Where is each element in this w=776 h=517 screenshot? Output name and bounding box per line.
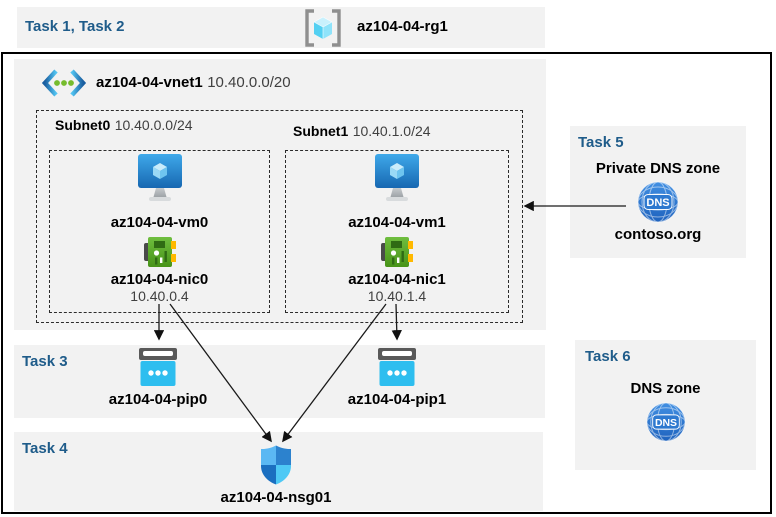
vnet-header: az104-04-vnet1 10.40.0.0/20	[42, 68, 291, 98]
task12-band: Task 1, Task 2 az104-04-rg1	[17, 7, 545, 48]
resource-group-name: az104-04-rg1	[357, 18, 448, 35]
vm1-icon	[374, 154, 420, 207]
nsg-shield-icon	[216, 445, 336, 485]
pip1-name: az104-04-pip1	[347, 391, 447, 408]
svg-text:DNS: DNS	[654, 418, 676, 429]
task5-box: Task 5 Private DNS zone DNS contoso.org	[570, 126, 746, 258]
vnet-cidr: 10.40.0.0/20	[207, 74, 291, 91]
pip1-block: az104-04-pip1	[337, 348, 457, 409]
vm0-icon	[137, 154, 183, 207]
task5-label: Task 5	[578, 134, 624, 151]
nsg-block: az104-04-nsg01	[216, 445, 336, 507]
task4-label: Task 4	[22, 440, 68, 457]
svg-text:DNS: DNS	[646, 197, 669, 209]
resource-group-icon	[303, 9, 343, 47]
subnet0-box: az104-04-vm0 az104-04-nic0 10.40.0.4	[49, 150, 270, 313]
subnet1-label: Subnet1 10.40.1.0/24	[293, 123, 431, 139]
pip0-block: az104-04-pip0	[98, 348, 218, 409]
subnets-group-box	[36, 110, 523, 323]
vnet-name: az104-04-vnet1	[96, 74, 203, 91]
vnet-panel: az104-04-vnet1 10.40.0.0/20 Subnet0 10.4…	[14, 59, 546, 330]
private-dns-icon: DNS	[570, 181, 746, 223]
nic0-ip: 10.40.0.4	[130, 288, 189, 304]
nic1-name: az104-04-nic1	[348, 271, 446, 288]
task4-band: Task 4 az104-04-nsg0	[14, 432, 543, 511]
dns-zone-title: DNS zone	[630, 380, 701, 397]
task6-label: Task 6	[585, 348, 631, 365]
virtual-network-icon	[42, 68, 86, 98]
pip0-name: az104-04-pip0	[108, 391, 208, 408]
nic1-icon	[379, 234, 415, 270]
vm0-name: az104-04-vm0	[110, 214, 209, 231]
dns-zone-icon: DNS	[575, 402, 756, 442]
private-dns-zone-name: contoso.org	[614, 226, 702, 243]
nic1-ip: 10.40.1.4	[367, 288, 427, 304]
task12-label: Task 1, Task 2	[25, 18, 125, 35]
task6-box: Task 6 DNS zone DNS	[575, 340, 756, 470]
subnet0-label: Subnet0 10.40.0.0/24	[55, 117, 193, 133]
task3-band: Task 3 az104-04-pip0	[14, 345, 545, 418]
outer-container	[1, 52, 772, 514]
vm1-name: az104-04-vm1	[348, 214, 446, 231]
task3-label: Task 3	[22, 353, 68, 370]
subnet1-box: az104-04-vm1 az104-04-nic1 10.40.1.4	[285, 150, 509, 313]
pip0-icon	[98, 348, 218, 388]
pip1-icon	[337, 348, 457, 388]
nic0-name: az104-04-nic0	[110, 271, 209, 288]
nsg-name: az104-04-nsg01	[220, 489, 332, 506]
private-dns-zone-title: Private DNS zone	[595, 160, 721, 177]
nic0-icon	[142, 234, 178, 270]
